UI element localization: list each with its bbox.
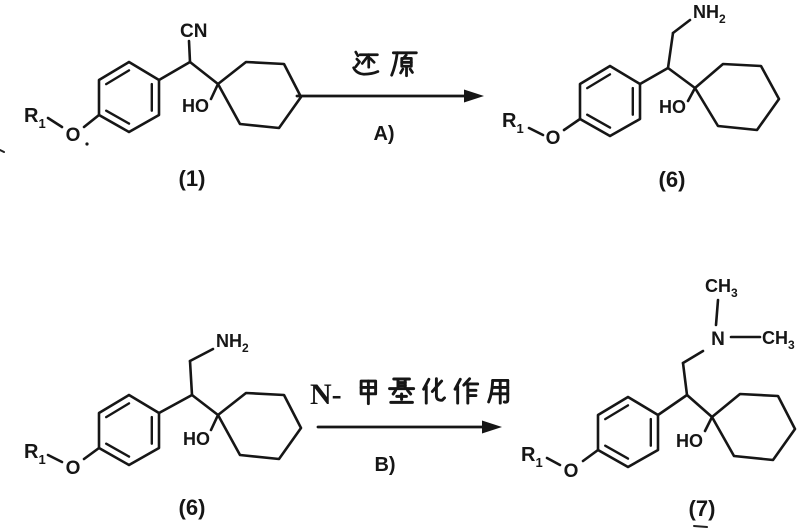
cyclohexane-ring [710, 392, 797, 462]
bond-ring-to-methine [638, 66, 670, 86]
bond-ring-to-ether-o [581, 448, 600, 463]
cyclohexane-ring [216, 391, 303, 461]
bond-ring-to-methine [157, 60, 192, 82]
zh-char-yong [487, 379, 510, 405]
benzene-ring [596, 395, 660, 469]
benzene-double-bond [104, 402, 131, 419]
bond-c-to-hydroxyl [686, 86, 697, 103]
bond-ring-to-methine [656, 393, 689, 417]
bond-methine-to-ch2 [188, 359, 194, 397]
compound-number-6: (6) [179, 495, 206, 520]
step-a-label: A) [373, 123, 394, 145]
structure-compound-1: CN HO O R1 (1) [24, 21, 303, 191]
bond-methine-to-ch2 [681, 361, 689, 397]
amine-label: NH2 [693, 2, 726, 26]
bond-methine-to-nitrile [187, 39, 192, 64]
compound-number-1: (1) [179, 166, 206, 191]
speck [85, 142, 89, 146]
ether-oxygen-label: O [66, 458, 81, 479]
hydroxyl-label: HO [183, 429, 210, 449]
r1-label: R1 [502, 110, 524, 136]
r1-label: R1 [24, 441, 46, 467]
hydroxyl-label: HO [676, 431, 703, 451]
r1-label: R1 [521, 444, 543, 470]
zh-char-hua [422, 377, 446, 405]
benzene-ring [578, 64, 642, 138]
step-b-label: B) [374, 454, 395, 476]
structure-compound-6-top: NH2 HO O R1 (6) [502, 2, 781, 192]
nitrile-label: CN [180, 21, 207, 42]
structure-compound-7: N CH3 CH3 HO O R1 (7) [521, 276, 797, 521]
bond-methine-to-cyclohexane [188, 60, 220, 86]
hydroxyl-label: HO [659, 97, 686, 117]
benzene-double-bond [604, 444, 630, 460]
cyclohexane-ring [216, 60, 303, 130]
zh-char-yuan [390, 51, 418, 78]
bond-ch2-to-n [681, 349, 705, 365]
structure-compound-6-bottom: NH2 HO O R1 (6) [24, 331, 303, 520]
bond-c-to-hydroxyl [209, 82, 220, 101]
methyl-label-top: CH3 [705, 276, 738, 300]
bond-methine-to-cyclohexane [666, 66, 697, 90]
bond-ch2-to-amine [188, 347, 215, 363]
bond-ring-to-ether-o [562, 117, 582, 132]
benzene-double-bond [104, 442, 131, 458]
zh-char-zuo [453, 377, 480, 405]
benzene-ring [97, 60, 161, 134]
amine-label: NH2 [216, 331, 249, 355]
bond-c-to-hydroxyl [703, 415, 714, 433]
r1-label: R1 [24, 105, 46, 131]
ether-oxygen-label: O [546, 128, 561, 149]
condition-a-glyphs [352, 50, 418, 78]
benzene-double-bond [586, 113, 612, 129]
condition-b-prefix: N- [310, 378, 342, 411]
compound-number-7: (7) [689, 496, 716, 521]
zh-char-hai [352, 50, 380, 76]
bond-methine-to-cyclohexane [190, 393, 220, 417]
bond-n-to-methyl-top [714, 298, 720, 327]
condition-b-glyphs [359, 377, 510, 406]
edge-tick [693, 525, 708, 528]
edge-tick [0, 149, 5, 153]
bond-ch2-to-amine [671, 18, 692, 35]
hydroxyl-label: HO [182, 96, 209, 116]
bond-r1-to-ether-o [527, 126, 545, 137]
benzene-double-bond [586, 73, 612, 90]
benzene-double-bond [104, 69, 131, 86]
arrow-a-head [464, 89, 484, 103]
compound-number-6: (6) [659, 167, 686, 192]
benzene-ring [97, 393, 161, 467]
bond-ring-to-ether-o [82, 113, 101, 129]
bond-methine-to-ch2 [666, 31, 675, 70]
bond-ring-to-ether-o [82, 446, 101, 461]
benzene-double-bond [104, 109, 131, 125]
ether-oxygen-label: O [66, 125, 81, 146]
bond-r1-to-ether-o [46, 453, 64, 464]
zh-char-jia [359, 379, 378, 406]
bond-r1-to-ether-o [46, 116, 64, 129]
scan-artifacts [0, 142, 708, 528]
benzene-double-bond [604, 404, 630, 421]
ether-oxygen-label: O [564, 461, 579, 482]
cyclohexane-ring [693, 62, 781, 132]
bond-methine-to-cyclohexane [685, 393, 714, 419]
reaction-arrow-b: N- 甲基化作用 [310, 377, 510, 476]
methyl-label-right: CH3 [762, 328, 795, 352]
arrow-b-head [482, 420, 502, 434]
reaction-arrow-a: 还原 A) [295, 50, 484, 145]
amine-n-label: N [711, 329, 725, 350]
bond-ring-to-methine [157, 393, 194, 415]
zh-char-ji [388, 377, 416, 404]
bond-r1-to-ether-o [545, 456, 562, 467]
bond-c-to-hydroxyl [209, 413, 220, 432]
